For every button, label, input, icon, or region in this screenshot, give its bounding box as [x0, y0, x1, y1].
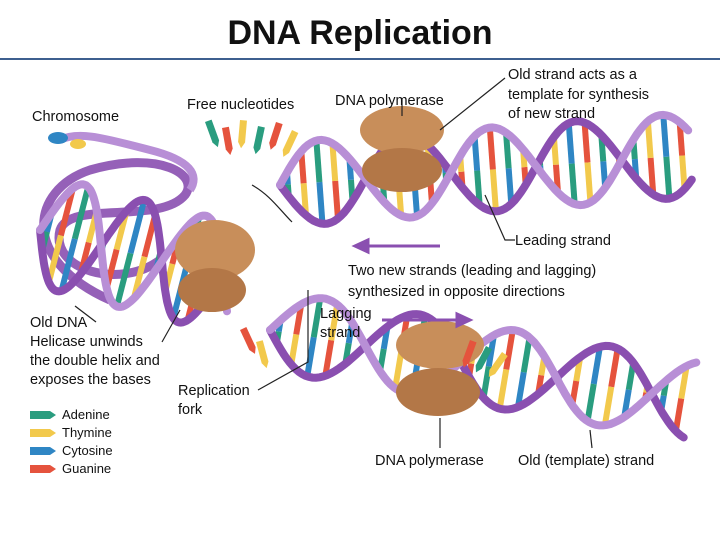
base-pair-segment	[584, 383, 597, 422]
label-two-new-strands-1: Two new strands (leading and lagging)	[348, 263, 597, 279]
legend-item-cytosine: Cytosine	[30, 442, 113, 460]
free-nucleotides-lower	[240, 327, 508, 377]
label-helicase-2: the double helix and	[30, 353, 160, 369]
legend-label: Cytosine	[62, 443, 113, 458]
base-pair-segment	[322, 339, 335, 377]
base-pair-segment	[316, 181, 326, 224]
base-pair-segment	[601, 386, 615, 426]
base-pair-segment	[503, 329, 516, 370]
base-pair-segment	[496, 368, 510, 410]
label-old-strand-template-1: Old strand acts as a	[508, 67, 637, 83]
label-replication-fork-1: Replication	[178, 383, 250, 399]
base-pair-segment	[515, 371, 527, 408]
free-nucleotide	[282, 130, 299, 157]
free-nucleotide	[222, 126, 233, 155]
guanine-swatch-icon	[30, 465, 56, 473]
label-replication-fork-2: fork	[178, 402, 203, 418]
base-pair-segment	[520, 337, 533, 373]
upper-daughter-helix	[276, 110, 696, 228]
base-pair-segment	[471, 135, 481, 171]
base-pair-segment	[590, 346, 603, 385]
base-pair-segment	[486, 127, 496, 170]
label-helicase-1: Helicase unwinds	[30, 334, 143, 350]
free-nucleotide	[475, 346, 493, 373]
base-pair-segment	[304, 336, 317, 377]
base-pair-segment	[647, 157, 657, 195]
base-pair-segment	[581, 122, 591, 163]
helicase-enzyme	[175, 220, 255, 312]
label-helicase-3: exposes the bases	[30, 372, 151, 388]
title-rule	[0, 58, 720, 60]
legend-label: Adenine	[62, 407, 110, 422]
base-pair-segment	[568, 163, 578, 205]
leader-lines	[74, 77, 593, 449]
dna-polymerase-bottom	[396, 321, 484, 416]
base-pair-segment	[57, 187, 76, 237]
free-nucleotide	[240, 327, 256, 354]
sugar-phosphate-backbone	[276, 117, 696, 228]
label-two-new-strands-2: synthesized in opposite directions	[348, 284, 565, 300]
free-nucleotide	[205, 119, 220, 148]
legend-label: Thymine	[62, 425, 112, 440]
direction-arrows	[351, 237, 474, 329]
base-pair-segment	[480, 365, 492, 399]
base-pair-segment	[392, 351, 405, 389]
base-pair-segment	[474, 170, 483, 206]
free-nucleotides	[205, 119, 299, 157]
label-chromosome: Chromosome	[32, 109, 120, 125]
thymine-swatch-icon	[30, 429, 56, 437]
label-old-template-strand: Old (template) strand	[518, 453, 655, 469]
base-pair-segment	[608, 348, 621, 388]
legend-item-guanine: Guanine	[30, 460, 111, 478]
base-pair-segment	[113, 252, 134, 308]
label-dna-polymerase-top: DNA polymerase	[335, 93, 444, 109]
base-pair-segment	[310, 297, 324, 338]
base-pair-segment	[663, 156, 673, 199]
legend-label: Guanine	[62, 461, 112, 476]
dna-polymerase-top	[360, 106, 444, 192]
sugar-phosphate-backbone	[266, 294, 701, 430]
base-pair-segment	[644, 121, 654, 159]
free-nucleotide	[256, 340, 269, 369]
page-title: DNA Replication	[227, 14, 493, 52]
base-pair-segment	[503, 132, 512, 169]
label-old-strand-template-2: template for synthesis	[508, 87, 650, 103]
adenine-swatch-icon	[30, 411, 56, 419]
legend-item-thymine: Thymine	[30, 424, 112, 442]
base-pair-segment	[505, 168, 515, 205]
base-pair-segment	[45, 234, 64, 284]
legend-item-adenine: Adenine	[30, 406, 110, 424]
sugar-phosphate-backbone	[276, 110, 693, 222]
label-dna-polymerase-bottom: DNA polymerase	[375, 453, 484, 469]
base-pair-segment	[127, 199, 148, 254]
base-pair-segment	[58, 238, 78, 292]
free-nucleotide	[238, 120, 247, 149]
free-nucleotide	[488, 352, 508, 377]
base-pair-segment	[332, 180, 341, 219]
base-pair-segment	[71, 186, 92, 240]
base-pair-segment	[660, 114, 670, 157]
free-nucleotide	[269, 122, 283, 150]
cytosine-swatch-icon	[30, 447, 56, 455]
base-pair-segment	[489, 169, 499, 212]
base-pair-segment	[584, 162, 594, 203]
free-nucleotide	[253, 126, 265, 155]
label-lagging-strand-2: strand	[320, 325, 361, 341]
base-pair-segment	[329, 143, 339, 182]
sugar-phosphate-backbone	[36, 195, 247, 327]
base-pair-segment	[328, 304, 341, 341]
base-pair-segment	[313, 140, 323, 183]
label-free-nucleotides: Free nucleotides	[187, 97, 295, 113]
base-pair-segment	[678, 365, 690, 400]
label-old-strand-template-3: of new strand	[508, 106, 596, 122]
label-leading-strand: Leading strand	[515, 233, 611, 249]
label-lagging-strand-1: Lagging	[320, 306, 372, 322]
free-nucleotide	[462, 340, 477, 368]
base-pair-segment	[565, 123, 575, 164]
base-pair-segment	[672, 398, 685, 432]
label-old-dna: Old DNA	[30, 315, 88, 331]
